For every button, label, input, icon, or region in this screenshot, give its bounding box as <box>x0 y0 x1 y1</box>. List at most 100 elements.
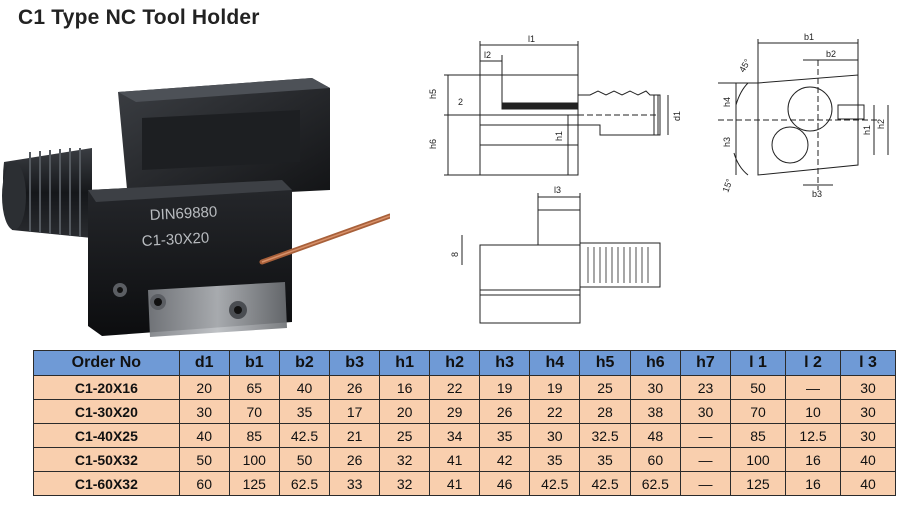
column-header: d1 <box>178 350 230 376</box>
table-cell: 28 <box>579 399 631 424</box>
label-2: 2 <box>458 97 463 107</box>
table-cell: 85 <box>729 423 786 448</box>
page-title: C1 Type NC Tool Holder <box>18 6 260 29</box>
table-cell: 19 <box>529 375 581 400</box>
table-cell: 16 <box>379 375 431 400</box>
table-cell: 35 <box>529 447 581 472</box>
column-header: h3 <box>479 350 531 376</box>
label-d1: d1 <box>672 111 682 121</box>
table-cell: 30 <box>679 399 731 424</box>
table-cell: 32.5 <box>579 423 631 448</box>
order-number-cell: C1-50X32 <box>33 447 180 472</box>
table-cell: — <box>679 447 731 472</box>
table-cell: 65 <box>228 375 280 400</box>
table-cell: 32 <box>379 471 431 496</box>
label-h5: h5 <box>428 89 438 99</box>
table-cell: 30 <box>178 399 230 424</box>
table-cell: 48 <box>629 423 681 448</box>
order-number-cell: C1-40X25 <box>33 423 180 448</box>
table-cell: 40 <box>840 471 896 496</box>
table-cell: 34 <box>429 423 481 448</box>
table-cell: 42.5 <box>278 423 331 448</box>
table-cell: 12.5 <box>784 423 842 448</box>
table-cell: 20 <box>178 375 230 400</box>
table-cell: 26 <box>479 399 531 424</box>
label-angle-45: 45° <box>737 57 753 74</box>
table-cell: 21 <box>329 423 381 448</box>
table-cell: 30 <box>840 423 896 448</box>
table-cell: 125 <box>729 471 786 496</box>
table-cell: 50 <box>278 447 331 472</box>
column-header: Order No <box>33 350 180 376</box>
table-cell: 100 <box>729 447 786 472</box>
column-header: h7 <box>679 350 731 376</box>
table-cell: 25 <box>579 375 631 400</box>
table-cell: 35 <box>479 423 531 448</box>
table-cell: 40 <box>178 423 230 448</box>
table-cell: 100 <box>228 447 280 472</box>
table-cell: 30 <box>529 423 581 448</box>
table-cell: 20 <box>379 399 431 424</box>
table-cell: 25 <box>379 423 431 448</box>
table-cell: 29 <box>429 399 481 424</box>
label-h1-end: h1 <box>862 125 872 135</box>
table-cell: 10 <box>784 399 842 424</box>
label-l3: l3 <box>554 185 561 195</box>
bottom-view: l3 8 <box>450 185 661 324</box>
column-header: l 2 <box>784 350 842 376</box>
tool-holder-photo: DIN69880 C1-30X20 <box>2 78 390 337</box>
table-cell: 125 <box>228 471 280 496</box>
order-number-cell: C1-60X32 <box>33 471 180 496</box>
table-cell: 70 <box>729 399 786 424</box>
table-cell: 40 <box>278 375 331 400</box>
column-header: b2 <box>278 350 331 376</box>
label-h6: h6 <box>428 139 438 149</box>
order-number-cell: C1-30X20 <box>33 399 180 424</box>
end-view: b1 b2 b3 h4 h3 h1 h2 45° 15° <box>718 32 889 199</box>
table-cell: 30 <box>629 375 681 400</box>
label-l2: l2 <box>484 50 491 60</box>
table-cell: 42.5 <box>529 471 581 496</box>
label-l1: l1 <box>528 34 535 44</box>
table-cell: 42 <box>479 447 531 472</box>
column-header: b1 <box>228 350 280 376</box>
table-cell: 35 <box>278 399 331 424</box>
engraving-model: C1-30X20 <box>141 229 209 250</box>
table-cell: 50 <box>729 375 786 400</box>
label-h1: h1 <box>554 131 564 141</box>
table-cell: 62.5 <box>629 471 681 496</box>
table-cell: 46 <box>479 471 531 496</box>
table-cell: 62.5 <box>278 471 331 496</box>
table-cell: 41 <box>429 471 481 496</box>
table-cell: — <box>679 471 731 496</box>
table-cell: 30 <box>840 375 896 400</box>
column-header: h2 <box>429 350 481 376</box>
order-number-cell: C1-20X16 <box>33 375 180 400</box>
table-cell: 60 <box>629 447 681 472</box>
table-cell: 30 <box>840 399 896 424</box>
table-cell: 16 <box>784 471 842 496</box>
table-cell: 23 <box>679 375 731 400</box>
table-cell: 22 <box>429 375 481 400</box>
table-cell: 33 <box>329 471 381 496</box>
table-cell: — <box>784 375 842 400</box>
table-cell: 32 <box>379 447 431 472</box>
column-header: l 1 <box>729 350 786 376</box>
side-view: l1 l2 h5 h6 2 h1 d1 <box>428 34 682 176</box>
table-cell: 40 <box>840 447 896 472</box>
label-b3: b3 <box>812 189 822 199</box>
column-header: l 3 <box>840 350 896 376</box>
column-header: b3 <box>329 350 381 376</box>
table-cell: 70 <box>228 399 280 424</box>
column-header: h1 <box>379 350 431 376</box>
label-h4: h4 <box>722 97 732 107</box>
table-cell: 17 <box>329 399 381 424</box>
table-cell: 60 <box>178 471 230 496</box>
label-angle-15: 15° <box>720 177 734 194</box>
